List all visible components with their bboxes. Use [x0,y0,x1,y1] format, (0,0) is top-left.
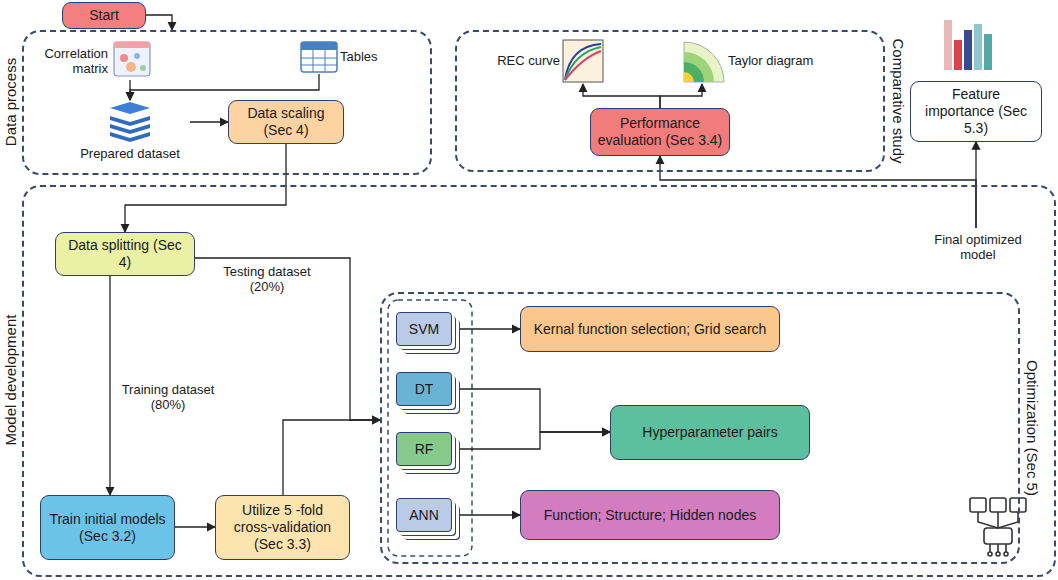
process-box: Train initial models (Sec 3.2) [40,495,175,560]
icon-label-node: REC curve [492,38,610,84]
dataset-icon [110,102,150,142]
node-label: Start [89,7,119,24]
process-box: Kernal function selection; Grid search [520,306,780,352]
icon-label-node: Taylor diagram [680,38,826,84]
node-label: RF [415,441,434,458]
edge-label: Testing dataset (20%) [212,264,322,294]
node-label: Data splitting (Sec 4) [62,237,188,271]
group-region: Data processCorrelation matrixTablesPrep… [22,30,432,175]
flow-arrow [460,432,610,449]
rec-curve-icon [563,40,603,82]
group-region: Model developmentData splitting (Sec 4)T… [22,185,1056,577]
icon-label-node: Prepared dataset [70,100,190,166]
node-label: Prepared dataset [70,146,190,161]
edge-label: Training dataset (80%) [118,382,218,412]
process-box: Hyperparameter pairs [610,405,810,460]
node-label: Final optimized model [918,232,1038,262]
flow-arrow [175,526,215,527]
node-label: Kernal function selection; Grid search [534,321,767,338]
process-box: Performance evaluation (Sec 3.4) [590,108,730,156]
flow-arrow [109,276,110,495]
group-heading: Optimization (Sec 5) [1023,318,1041,538]
group-heading: Data process [2,0,20,212]
node-label: DT [415,381,434,398]
flow-arrow [195,258,380,420]
flow-arrow [460,389,610,432]
node-label: Function; Structure; Hidden nodes [544,507,756,524]
process-box: Data scaling (Sec 4) [228,100,344,144]
text-node: Final optimized model [918,228,1038,268]
icon-label-node: Tables [298,40,393,74]
node-label: Hyperparameter pairs [642,424,777,441]
bar-chart-icon [944,20,992,70]
process-box: Feature importance (Sec 5.3) [910,81,1042,142]
group-region: Comparative studyREC curveTaylor diagram… [455,30,885,172]
correlation-icon [114,42,150,76]
model-card: DT [396,372,452,406]
node-label: Feature importance (Sec 5.3) [917,86,1035,137]
node-label: ANN [409,507,439,524]
group-heading: Comparative study [889,0,907,211]
node-label: Data scaling (Sec 4) [235,105,337,139]
node-label: Taylor diagram [728,53,826,68]
node-label: SVM [409,321,439,338]
process-box: Utilize 5 -fold cross-validation (Sec 3.… [215,495,350,560]
model-group-box [388,300,472,556]
flow-arrow [130,74,319,100]
flow-arrow [460,328,520,329]
flow-arrow [583,84,660,108]
flow-arrow [146,15,172,30]
model-card: SVM [396,312,452,346]
flow-arrow [283,420,380,495]
icon-label-node: Correlation matrix [36,40,156,80]
start-box: Start [62,2,146,29]
node-label: Tables [340,49,392,64]
ai-icon [970,498,1026,556]
group-heading: Model development [2,270,20,490]
node-label: Utilize 5 -fold cross-validation (Sec 3.… [222,502,343,553]
table-icon [301,42,337,72]
node-label: REC curve [492,53,560,68]
model-card: RF [396,432,452,466]
node-label: Correlation matrix [36,46,108,76]
group-region: Optimization (Sec 5)SVMDTRFANNKernal fun… [380,292,1020,564]
flow-arrow [660,156,976,228]
taylor-diagram-icon [684,42,724,82]
process-box: Function; Structure; Hidden nodes [520,490,780,540]
model-card: ANN [396,498,452,532]
process-box: Data splitting (Sec 4) [55,232,195,276]
node-label: Train initial models (Sec 3.2) [47,511,168,545]
flow-arrow [190,121,228,122]
flow-arrow [660,84,702,108]
node-label: Performance evaluation (Sec 3.4) [597,115,723,149]
flow-arrow [460,514,520,515]
